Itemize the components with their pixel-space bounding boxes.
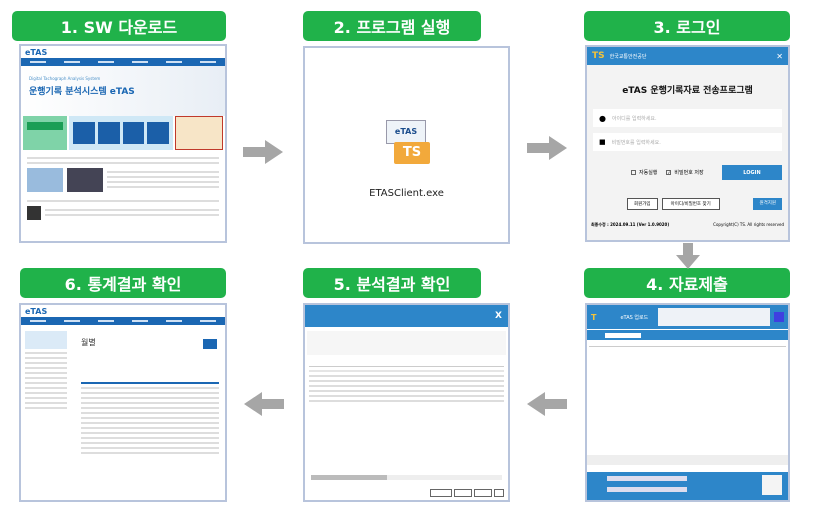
nav-bar [21, 58, 225, 66]
stats-table [81, 387, 219, 454]
copyright-text: Copyright(C) TS. All rights reserved [713, 222, 784, 227]
upload-button[interactable] [762, 475, 782, 495]
arrow-right-icon [527, 136, 567, 160]
remote-support-button[interactable]: 원격지원 [753, 198, 782, 210]
step-6-statistics-screenshot: eTAS 월별 [19, 303, 227, 502]
search-input[interactable] [605, 332, 641, 338]
etas-logo: eTAS [25, 48, 48, 57]
step-6-header: 6. 통계결과 확인 [20, 268, 226, 298]
id-field[interactable]: ● 아이디를 입력하세요. [593, 109, 782, 127]
results-table[interactable] [305, 359, 508, 402]
step-4-header: 4. 자료제출 [584, 268, 790, 298]
submit-button[interactable] [774, 312, 784, 322]
horizontal-scrollbar[interactable] [311, 475, 502, 480]
arrow-left-icon [244, 392, 284, 416]
version-text: 최종수정 : 2024.09.11 (Ver 1.0.9020) [591, 222, 670, 227]
window-title: eTAS 운행기록자료 전송프로그램 [622, 86, 753, 96]
org-name: 한국교통안전공단 [609, 53, 647, 60]
progress-bar [607, 487, 687, 492]
step-4-upload-window: T eTAS 업로드 [585, 303, 790, 502]
auto-run-checkbox[interactable] [631, 170, 636, 175]
close-icon[interactable]: ✕ [776, 51, 783, 61]
step-1-website-screenshot: eTAS Digital Tachograph Analysis System … [19, 44, 227, 243]
download-banner[interactable] [175, 116, 223, 150]
join-button[interactable]: 회원가입 [627, 198, 658, 210]
step-5-header: 5. 분석결과 확인 [303, 268, 481, 298]
page-title: 월별 [81, 338, 96, 347]
headline: 운행기록 분석시스템 eTAS [29, 87, 135, 97]
arrow-right-icon [243, 140, 283, 164]
app-name: eTAS 업로드 [620, 314, 649, 321]
nav-bar [21, 317, 225, 325]
user-icon: ● [599, 113, 606, 123]
save-password-checkbox[interactable]: ✓ [666, 170, 672, 175]
ts-logo: TS [592, 51, 605, 61]
close-button[interactable] [494, 489, 504, 497]
progress-bar [607, 476, 687, 481]
file-list[interactable] [587, 347, 788, 455]
find-account-button[interactable]: 아이디/비밀번호 찾기 [661, 198, 720, 210]
filename-label: ETASClient.exe [369, 188, 444, 199]
login-button[interactable]: LOGIN [722, 165, 782, 180]
password-field[interactable]: ■ 비밀번호를 입력하세요. [593, 133, 782, 151]
etas-logo: eTAS [25, 307, 48, 316]
ts-logo: T [591, 312, 597, 322]
search-button[interactable] [203, 339, 217, 349]
subtitle: Digital Tachograph Analysis System [29, 76, 101, 81]
step-2-header: 2. 프로그램 실행 [303, 11, 481, 41]
menu-tabs[interactable] [658, 308, 770, 326]
lock-icon: ■ [599, 138, 606, 146]
action-button[interactable] [430, 489, 452, 497]
etas-client-icon[interactable]: eTAS TS [384, 120, 432, 166]
side-menu[interactable] [21, 325, 71, 457]
step-3-login-window: TS 한국교통안전공단 ✕ eTAS 운행기록자료 전송프로그램 ● 아이디를 … [585, 45, 790, 242]
step-3-header: 3. 로그인 [584, 11, 790, 41]
arrow-left-icon [527, 392, 567, 416]
arrow-down-icon [676, 243, 700, 269]
step-2-program-screenshot: eTAS TS ETASClient.exe [303, 46, 510, 244]
action-button[interactable] [454, 489, 472, 497]
action-button[interactable] [474, 489, 492, 497]
step-5-analysis-window: X [303, 303, 510, 502]
step-1-header: 1. SW 다운로드 [12, 11, 226, 41]
close-icon[interactable]: X [495, 311, 502, 321]
